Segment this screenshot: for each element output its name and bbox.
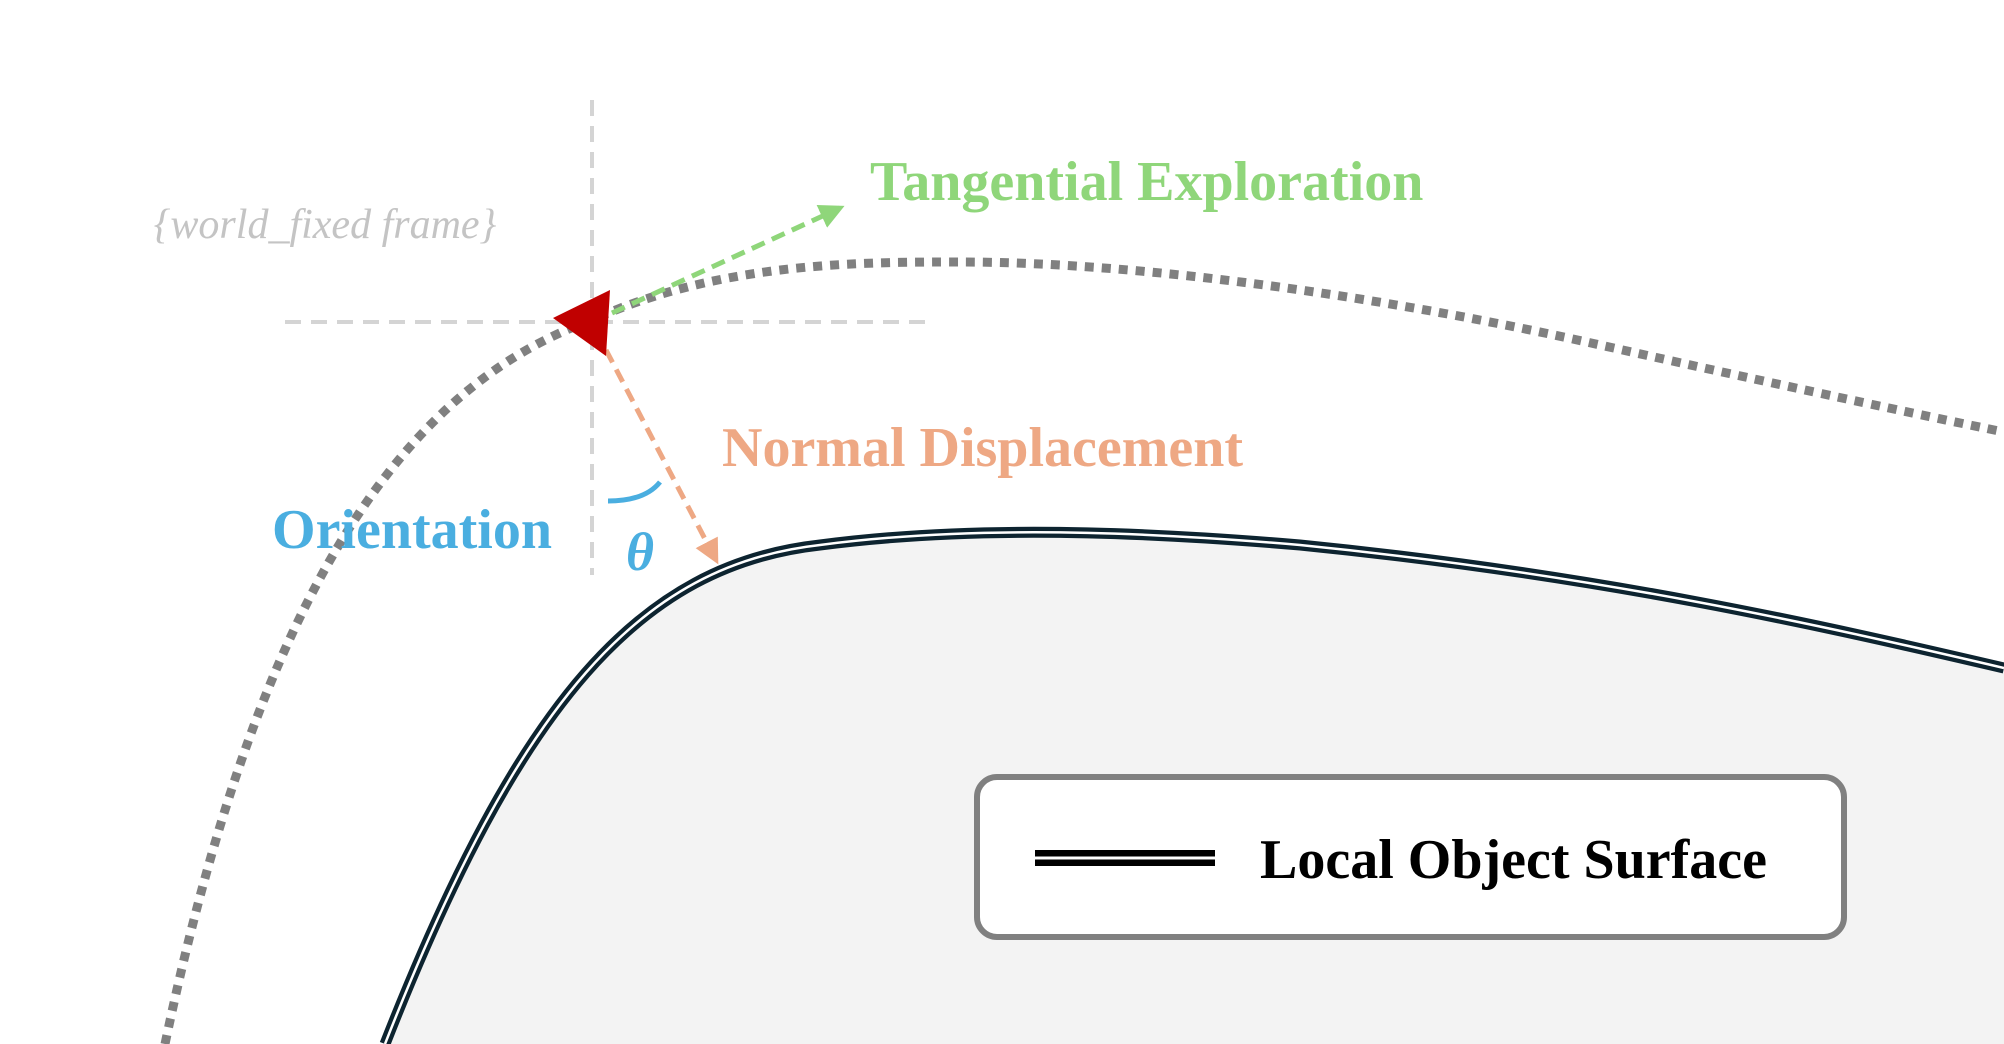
theta-symbol: θ	[626, 522, 654, 582]
orientation-angle-arc	[607, 480, 662, 504]
legend-label: Local Object Surface	[1260, 829, 1767, 891]
legend: Local Object Surface	[974, 774, 1847, 940]
orientation-label: Orientation	[272, 499, 552, 561]
legend-box	[974, 774, 1847, 940]
normal-arrow	[603, 348, 719, 565]
frame-label: {world_fixed frame}	[154, 202, 497, 248]
normal-label: Normal Displacement	[722, 417, 1243, 479]
exploration-trajectory	[160, 257, 2004, 1044]
probe-triangle-icon	[553, 290, 610, 356]
tangential-label: Tangential Exploration	[870, 151, 1423, 213]
tangential-arrow	[610, 205, 845, 316]
local-object-surface-inner	[383, 531, 2004, 1044]
